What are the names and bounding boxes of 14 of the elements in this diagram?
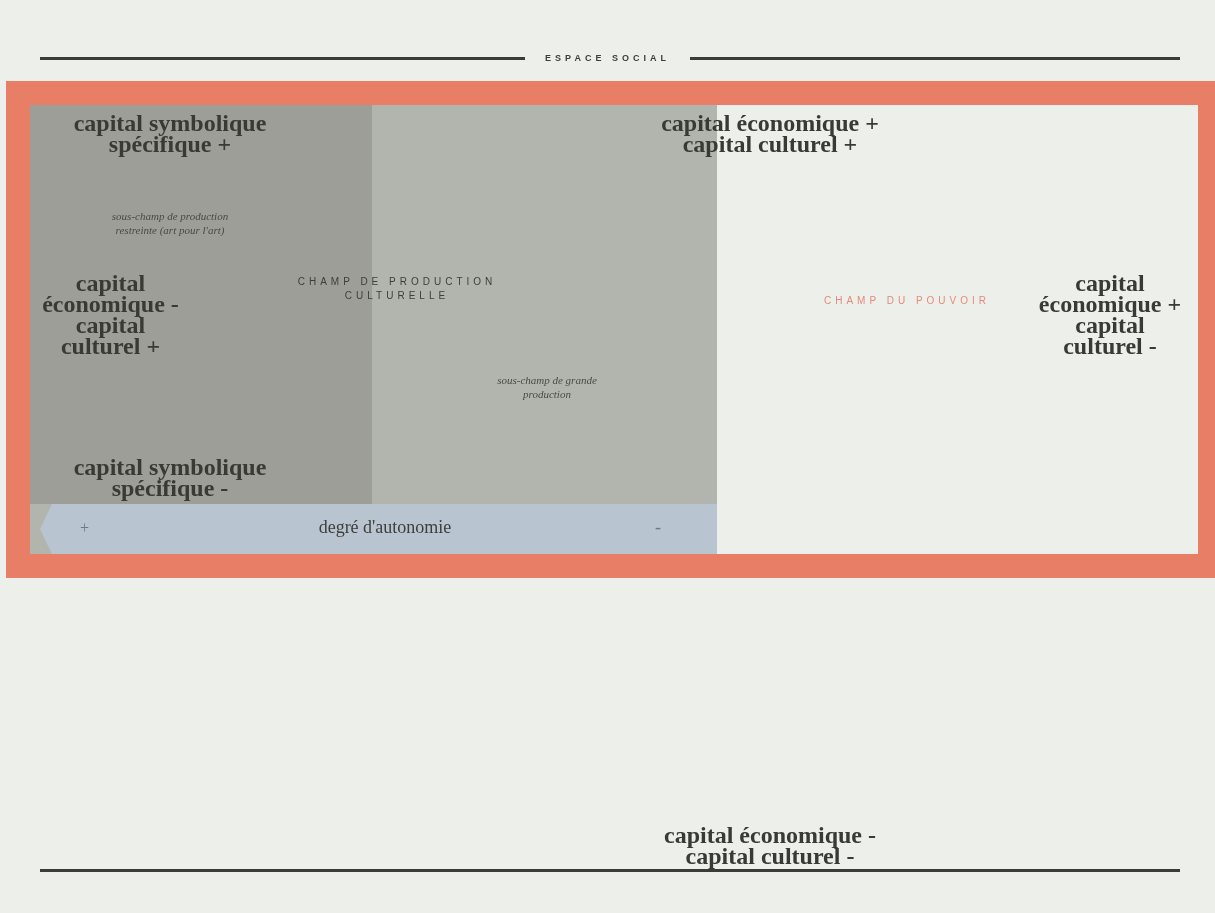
field-frame: [6, 81, 1215, 578]
subfield-caption: sous-champ de grande production: [496, 373, 598, 401]
field-title: CHAMP DE PRODUCTION CULTURELLE: [296, 275, 498, 303]
axis-label: capital économique + capital culturel -: [1037, 273, 1183, 357]
axis-label: capital économique - capital culturel -: [663, 825, 877, 867]
axis-label: capital symbolique spécifique -: [72, 457, 268, 499]
axis-label: capital économique + capital culturel +: [660, 113, 880, 155]
field-title: CHAMP DU POUVOIR: [822, 295, 992, 306]
band-label: degré d'autonomie: [317, 517, 453, 538]
axis-label: capital symbolique spécifique +: [72, 113, 268, 155]
minus-sign: -: [655, 517, 661, 538]
axis-label: capital économique - capital culturel +: [41, 273, 180, 357]
subfield-caption: sous-champ de production restreinte (art pour l'art): [110, 209, 230, 237]
plus-sign: +: [80, 519, 90, 537]
